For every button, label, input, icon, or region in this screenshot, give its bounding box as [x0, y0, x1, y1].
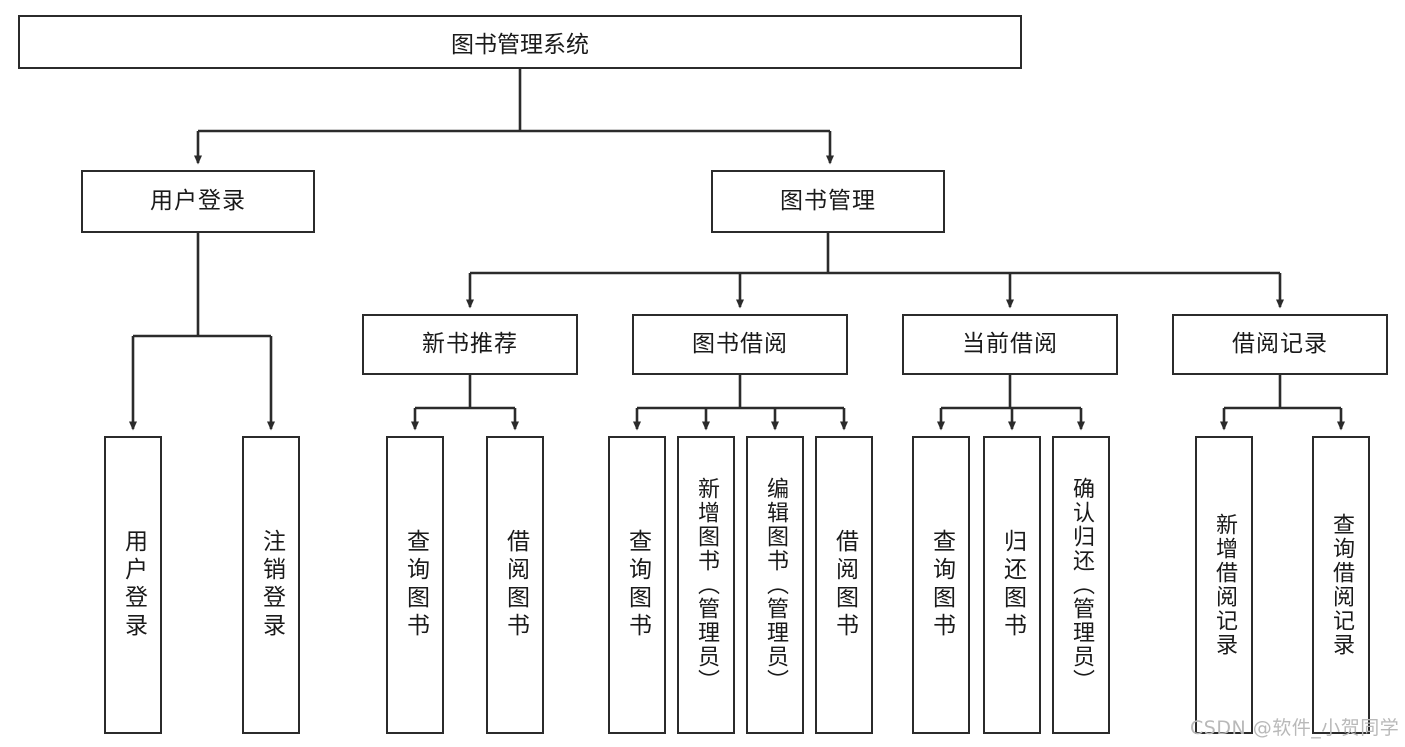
node-new-book-recommend-label: 新书推荐 [422, 330, 518, 357]
node-book-borrow[interactable]: 图书借阅 [632, 314, 848, 375]
leaf-edit-book-admin[interactable]: 编辑图书（管理员） [746, 436, 804, 734]
leaf-edit-book-admin-label: 编辑图书（管理员） [763, 477, 788, 693]
leaf-add-borrow-record-label: 新增借阅记录 [1212, 513, 1237, 657]
leaf-query-books-recommend[interactable]: 查询图书 [386, 436, 444, 734]
node-book-borrow-label: 图书借阅 [692, 330, 788, 357]
node-book-management[interactable]: 图书管理 [711, 170, 945, 233]
leaf-user-login[interactable]: 用户登录 [104, 436, 162, 734]
leaf-confirm-return-admin-label: 确认归还（管理员） [1069, 477, 1094, 693]
leaf-query-books-current-label: 查询图书 [928, 529, 955, 641]
node-current-borrow[interactable]: 当前借阅 [902, 314, 1118, 375]
leaf-query-books-current[interactable]: 查询图书 [912, 436, 970, 734]
leaf-query-borrow-record-label: 查询借阅记录 [1329, 513, 1354, 657]
node-root[interactable]: 图书管理系统 [18, 15, 1022, 69]
leaf-borrow-books-recommend[interactable]: 借阅图书 [486, 436, 544, 734]
leaf-query-books-recommend-label: 查询图书 [402, 529, 429, 641]
leaf-add-borrow-record[interactable]: 新增借阅记录 [1195, 436, 1253, 734]
leaf-query-borrow-record[interactable]: 查询借阅记录 [1312, 436, 1370, 734]
node-new-book-recommend[interactable]: 新书推荐 [362, 314, 578, 375]
leaf-borrow-books-borrow-label: 借阅图书 [831, 529, 858, 641]
node-book-management-label: 图书管理 [780, 187, 876, 214]
leaf-query-books-borrow-label: 查询图书 [624, 529, 651, 641]
leaf-return-books[interactable]: 归还图书 [983, 436, 1041, 734]
leaf-user-logout-label: 注销登录 [258, 529, 285, 641]
node-borrow-records-label: 借阅记录 [1232, 330, 1328, 357]
leaf-confirm-return-admin[interactable]: 确认归还（管理员） [1052, 436, 1110, 734]
leaf-borrow-books-borrow[interactable]: 借阅图书 [815, 436, 873, 734]
leaf-user-logout[interactable]: 注销登录 [242, 436, 300, 734]
node-root-label: 图书管理系统 [451, 32, 589, 58]
node-user-login[interactable]: 用户登录 [81, 170, 315, 233]
leaf-add-book-admin[interactable]: 新增图书（管理员） [677, 436, 735, 734]
leaf-borrow-books-recommend-label: 借阅图书 [502, 529, 529, 641]
csdn-watermark: CSDN @软件_小贺同学 [1190, 717, 1400, 739]
node-borrow-records[interactable]: 借阅记录 [1172, 314, 1388, 375]
leaf-return-books-label: 归还图书 [999, 529, 1026, 641]
leaf-add-book-admin-label: 新增图书（管理员） [694, 477, 719, 693]
node-current-borrow-label: 当前借阅 [962, 330, 1058, 357]
node-user-login-label: 用户登录 [150, 187, 246, 214]
leaf-query-books-borrow[interactable]: 查询图书 [608, 436, 666, 734]
leaf-user-login-label: 用户登录 [120, 529, 147, 641]
